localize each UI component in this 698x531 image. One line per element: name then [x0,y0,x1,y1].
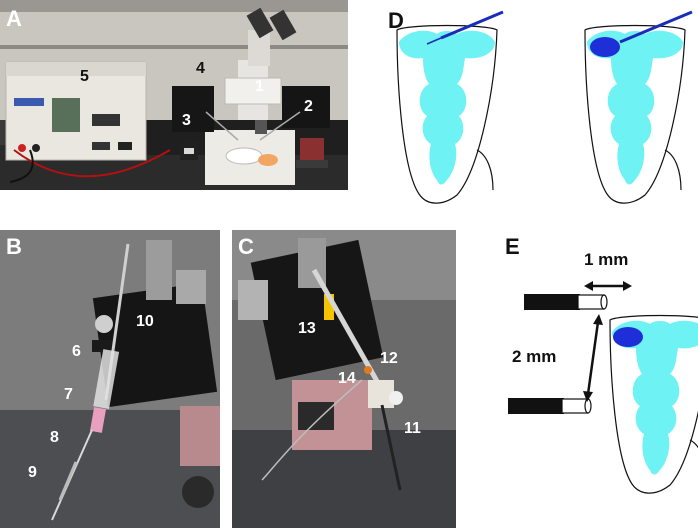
label-1mm: 1 mm [584,250,629,269]
panel-letter-b: B [6,234,22,259]
needle-d-left [440,10,504,40]
label-11: 11 [404,420,421,437]
label-1: 1 [255,78,264,95]
panel-a-photo: A 1 2 3 4 5 [0,0,348,190]
panel-letter-a: A [6,6,22,31]
electrode-upper-body [524,294,580,310]
electrode-lower-body [508,398,564,414]
label-5: 5 [80,68,89,85]
label-14: 14 [338,370,356,387]
label-3: 3 [182,112,191,129]
label-7: 7 [64,386,73,403]
electrode-photo-drawing [232,230,456,528]
panel-letter-c: C [238,234,254,259]
label-13: 13 [298,320,316,337]
label-2: 2 [304,98,313,115]
panel-letter-d: D [388,8,404,33]
injection-site-e [613,327,643,347]
label-6: 6 [72,343,81,360]
panel-b-photo: B 6 7 8 9 10 [0,230,220,528]
diagram-e-embryo [609,314,698,494]
arrow-2mm [586,321,600,395]
label-10: 10 [136,313,154,330]
diagram-d-after-injection [584,24,686,204]
electrode-lower-tip [561,398,589,414]
label-9: 9 [28,464,37,481]
label-12: 12 [380,350,398,367]
injection-site-d [590,37,620,57]
label-4: 4 [196,60,205,77]
electrode-upper-tip [577,294,605,310]
panel-letter-e: E [505,234,520,259]
panel-c-photo: C 11 12 13 14 [232,230,456,528]
label-8: 8 [50,429,59,446]
syringe-photo-drawing [0,230,220,528]
label-2mm: 2 mm [512,347,557,366]
needle-d-right [619,10,693,44]
diagram-d-before-injection [396,24,498,204]
rig-photo-drawing [0,0,348,190]
